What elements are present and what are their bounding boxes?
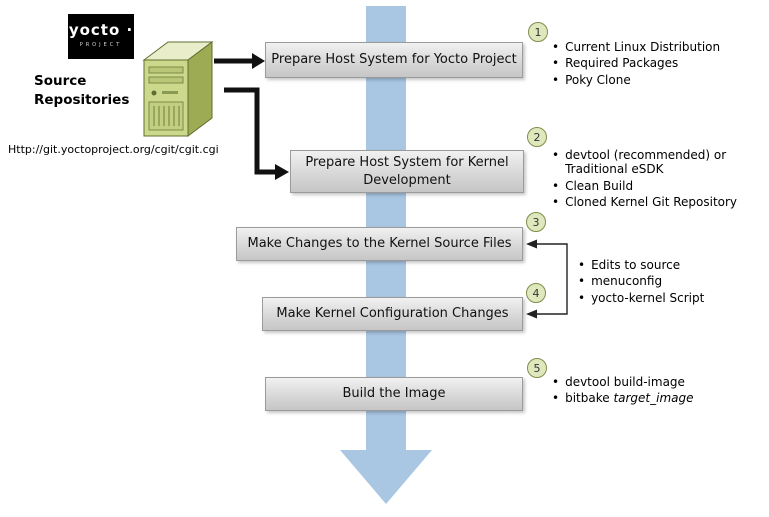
step5-bullet-list: devtool build-image bitbake target_image bbox=[552, 375, 757, 408]
bracket-steps-3-4 bbox=[526, 239, 568, 319]
step-box-3: Make Changes to the Kernel Source Files bbox=[236, 227, 523, 261]
step-box-5: Build the Image bbox=[265, 377, 523, 411]
step-number-5: 5 bbox=[527, 358, 547, 378]
bullet-item: devtool (recommended) or Traditional eSD… bbox=[552, 148, 748, 177]
arrow-server-to-step2 bbox=[224, 87, 289, 180]
bullet-item: menuconfig bbox=[578, 274, 743, 288]
bullet-item: yocto-kernel Script bbox=[578, 291, 743, 305]
step-number-3: 3 bbox=[526, 212, 546, 232]
yocto-logo: yocto · PROJECT bbox=[68, 14, 134, 59]
step-number-2: 2 bbox=[527, 127, 547, 147]
bullet-item: Clean Build bbox=[552, 179, 748, 193]
server-icon bbox=[142, 41, 214, 137]
bullet-item: devtool build-image bbox=[552, 375, 757, 389]
bullet-item: Current Linux Distribution bbox=[552, 40, 762, 54]
source-repositories-label: Source Repositories bbox=[34, 73, 130, 108]
bullet-item: bitbake target_image bbox=[552, 391, 757, 405]
step-box-2: Prepare Host System for Kernel Developme… bbox=[290, 150, 524, 193]
step-box-1: Prepare Host System for Yocto Project bbox=[265, 42, 523, 78]
italic-command-arg: target_image bbox=[613, 391, 694, 406]
step-number-4: 4 bbox=[526, 283, 546, 303]
yocto-logo-subtext: PROJECT bbox=[79, 42, 123, 48]
bullet-item: Poky Clone bbox=[552, 73, 762, 87]
step-box-4: Make Kernel Configuration Changes bbox=[262, 297, 523, 331]
yocto-logo-text: yocto · bbox=[68, 21, 134, 39]
step-number-1: 1 bbox=[528, 22, 548, 42]
arrow-server-to-step1 bbox=[214, 53, 265, 69]
bullet-item: Edits to source bbox=[578, 258, 743, 272]
steps34-bullet-list: Edits to source menuconfig yocto-kernel … bbox=[578, 258, 743, 307]
bullet-item: Cloned Kernel Git Repository bbox=[552, 195, 748, 209]
step2-bullet-list: devtool (recommended) or Traditional eSD… bbox=[552, 148, 748, 212]
repo-url: Http://git.yoctoproject.org/cgit/cgit.cg… bbox=[8, 143, 219, 156]
step1-bullet-list: Current Linux Distribution Required Pack… bbox=[552, 40, 762, 89]
bullet-item: Required Packages bbox=[552, 56, 762, 70]
